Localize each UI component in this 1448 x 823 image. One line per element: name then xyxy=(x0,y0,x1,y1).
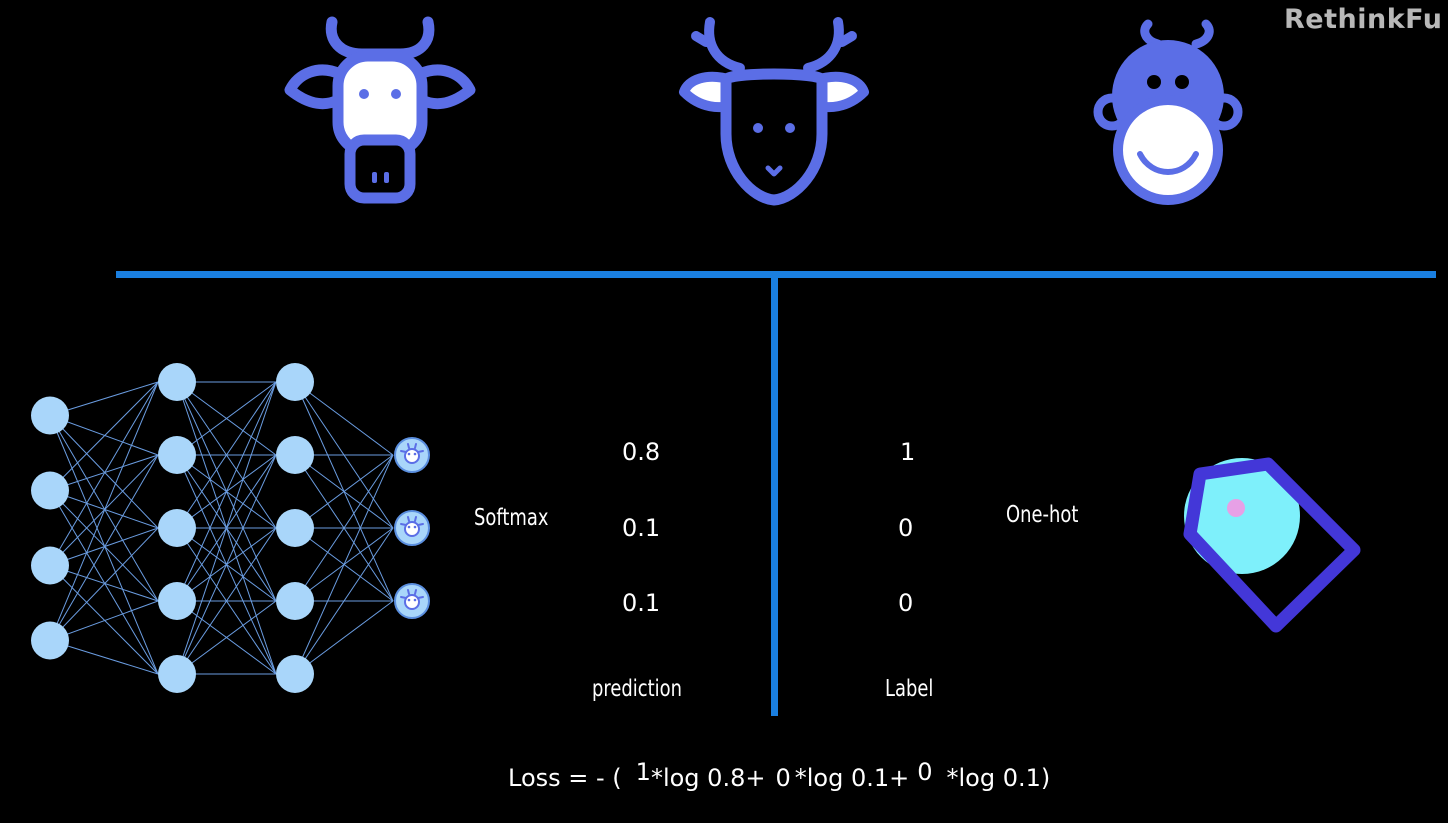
monkey-icon xyxy=(1093,19,1243,205)
deer-icon xyxy=(679,17,869,206)
network-edge xyxy=(294,454,394,529)
cow-icon xyxy=(400,443,424,464)
monkey-icon xyxy=(400,589,424,610)
network-node xyxy=(158,655,196,693)
abstract-shape xyxy=(1183,457,1361,633)
loss-coef-2: 0 xyxy=(775,764,791,792)
neural-network xyxy=(31,363,430,693)
network-edges xyxy=(49,381,394,675)
network-edge xyxy=(49,415,159,529)
network-edge xyxy=(49,600,159,641)
loss-term-1: *log 0.8+ xyxy=(650,764,766,792)
network-edge xyxy=(49,415,159,456)
network-node xyxy=(31,471,69,510)
loss-term-2: *log 0.1+ xyxy=(794,764,910,792)
loss-term-3: *log 0.1 xyxy=(946,764,1041,792)
network-edge xyxy=(49,415,159,602)
network-edge xyxy=(176,527,277,675)
network-node xyxy=(158,363,196,401)
network-edge xyxy=(176,381,277,602)
loss-suffix: ) xyxy=(1040,764,1051,792)
network-edge xyxy=(176,381,277,456)
network-node xyxy=(158,582,196,620)
network-edge xyxy=(49,527,159,566)
network-edge xyxy=(49,527,159,641)
network-edge xyxy=(49,490,159,602)
network-edge xyxy=(49,454,159,641)
network-edge xyxy=(294,381,394,456)
network-edge xyxy=(49,381,159,491)
deer-icon xyxy=(400,516,424,537)
network-edge xyxy=(176,381,277,529)
cow-icon xyxy=(284,16,476,204)
network-node xyxy=(276,436,314,474)
network-node xyxy=(276,582,314,620)
loss-coef-1: 1 xyxy=(635,758,651,786)
network-node xyxy=(31,621,69,660)
watermark: RethinkFu xyxy=(1284,4,1443,35)
prediction-value-3: 0.1 xyxy=(622,589,661,617)
label-caption: Label xyxy=(885,676,934,702)
vertical-divider xyxy=(771,278,778,716)
network-node xyxy=(276,509,314,547)
network-node xyxy=(276,363,314,401)
network-node xyxy=(158,436,196,474)
label-value-3: 0 xyxy=(898,589,914,617)
network-node xyxy=(158,509,196,547)
network-edge xyxy=(176,600,277,675)
network-edge xyxy=(49,490,159,529)
softmax-label: Softmax xyxy=(474,505,549,531)
network-node xyxy=(31,546,69,585)
network-edge xyxy=(294,454,394,602)
label-value-1: 1 xyxy=(900,438,916,466)
network-edge xyxy=(294,600,394,675)
network-edge xyxy=(49,490,159,675)
network-nodes xyxy=(31,363,430,693)
prediction-value-2: 0.1 xyxy=(622,514,661,542)
loss-coef-3: 0 xyxy=(917,758,933,786)
network-edge xyxy=(49,381,159,641)
network-edge xyxy=(49,381,159,566)
network-edge xyxy=(176,381,277,675)
onehot-label: One-hot xyxy=(1006,502,1079,528)
network-edge xyxy=(176,454,277,675)
horizontal-divider xyxy=(116,271,1436,278)
network-edge xyxy=(294,527,394,675)
loss-formula: Loss = - ( 1*log 0.8+ 0*log 0.1+0 *log 0.1) xyxy=(508,758,1051,792)
network-node xyxy=(31,396,69,435)
prediction-caption: prediction xyxy=(592,676,683,702)
network-edge xyxy=(294,454,394,675)
label-value-2: 0 xyxy=(898,514,914,542)
loss-prefix: Loss = - ( xyxy=(508,764,622,792)
network-edge xyxy=(49,565,159,675)
prediction-value-1: 0.8 xyxy=(622,438,661,466)
network-node xyxy=(276,655,314,693)
network-edge xyxy=(49,415,159,675)
